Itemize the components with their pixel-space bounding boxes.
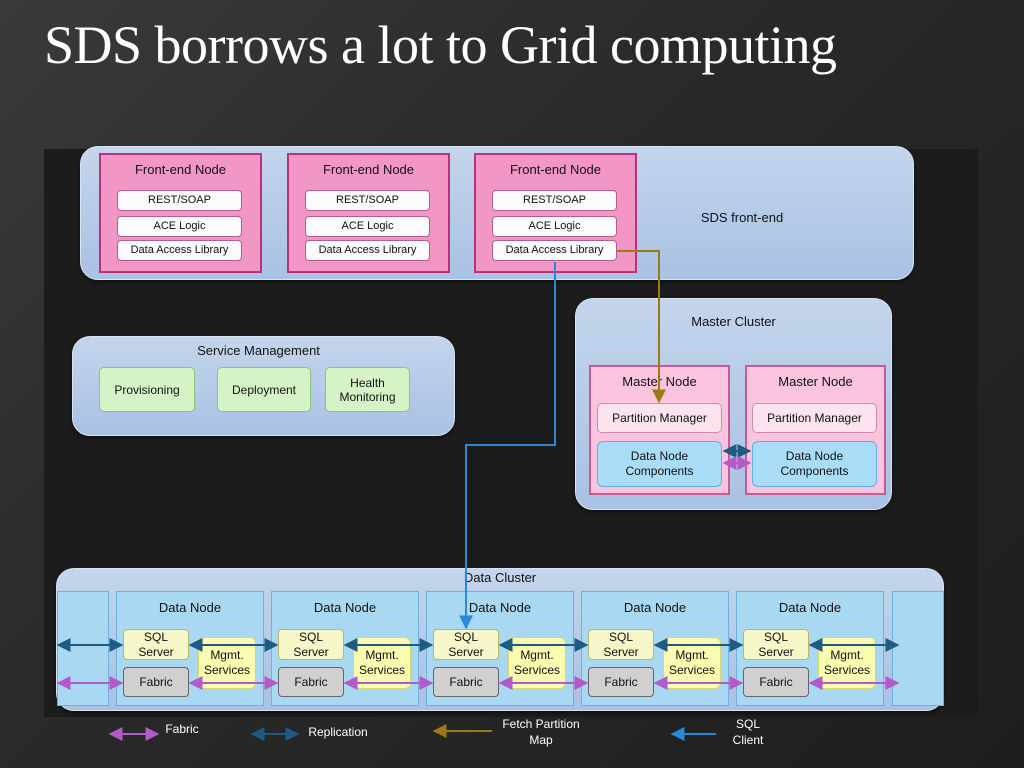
deployment-box: Deployment — [217, 367, 311, 412]
fabric-box: Fabric — [433, 667, 499, 697]
legend-fabric-label: Fabric — [165, 722, 199, 736]
data-access-library-box: Data Access Library — [117, 240, 242, 261]
data-access-library-box: Data Access Library — [305, 240, 430, 261]
health-monitoring-box: Health Monitoring — [325, 367, 410, 412]
data-node-components-box: Data Node Components — [752, 441, 877, 487]
fabric-box: Fabric — [588, 667, 654, 697]
fabric-box: Fabric — [743, 667, 809, 697]
partition-manager-box: Partition Manager — [597, 403, 722, 433]
data-access-library-box: Data Access Library — [492, 240, 617, 261]
data-cluster-title: Data Cluster — [463, 570, 537, 585]
fabric-box: Fabric — [123, 667, 189, 697]
partition-manager-box: Partition Manager — [752, 403, 877, 433]
sql-server-box: SQL Server — [433, 629, 499, 660]
sql-client-arrow — [459, 262, 556, 630]
fetch-partition-map-arrow — [617, 250, 666, 404]
slide-title: SDS borrows a lot to Grid computing — [44, 15, 837, 75]
ace-logic-box: ACE Logic — [117, 216, 242, 237]
frontend-node-title: Front-end Node — [509, 162, 602, 177]
frontend-node-title: Front-end Node — [134, 162, 227, 177]
provisioning-box: Provisioning — [99, 367, 195, 412]
master-cluster-title: Master Cluster — [691, 314, 776, 329]
data-node-components-box: Data Node Components — [597, 441, 722, 487]
legend-fetch-label: Fetch Partition Map — [502, 717, 580, 747]
frontend-node-title: Front-end Node — [322, 162, 415, 177]
sql-server-box: SQL Server — [123, 629, 189, 660]
legend-sql-client-label: SQL Client — [732, 717, 764, 747]
sql-server-box: SQL Server — [278, 629, 344, 660]
master-node-title: Master Node — [778, 374, 853, 389]
sql-server-box: SQL Server — [743, 629, 809, 660]
ace-logic-box: ACE Logic — [492, 216, 617, 237]
legend-replication-label: Replication — [308, 725, 368, 739]
data-node-title: Data Node — [778, 600, 842, 615]
rest-soap-box: REST/SOAP — [305, 190, 430, 211]
sds-frontend-label: SDS front-end — [700, 210, 784, 225]
service-management-title: Service Management — [197, 343, 320, 358]
data-node-title: Data Node — [313, 600, 377, 615]
data-node-title: Data Node — [623, 600, 687, 615]
sql-server-box: SQL Server — [588, 629, 654, 660]
data-node-title: Data Node — [468, 600, 532, 615]
rest-soap-box: REST/SOAP — [117, 190, 242, 211]
data-node-title: Data Node — [158, 600, 222, 615]
rest-soap-box: REST/SOAP — [492, 190, 617, 211]
ace-logic-box: ACE Logic — [305, 216, 430, 237]
fabric-box: Fabric — [278, 667, 344, 697]
